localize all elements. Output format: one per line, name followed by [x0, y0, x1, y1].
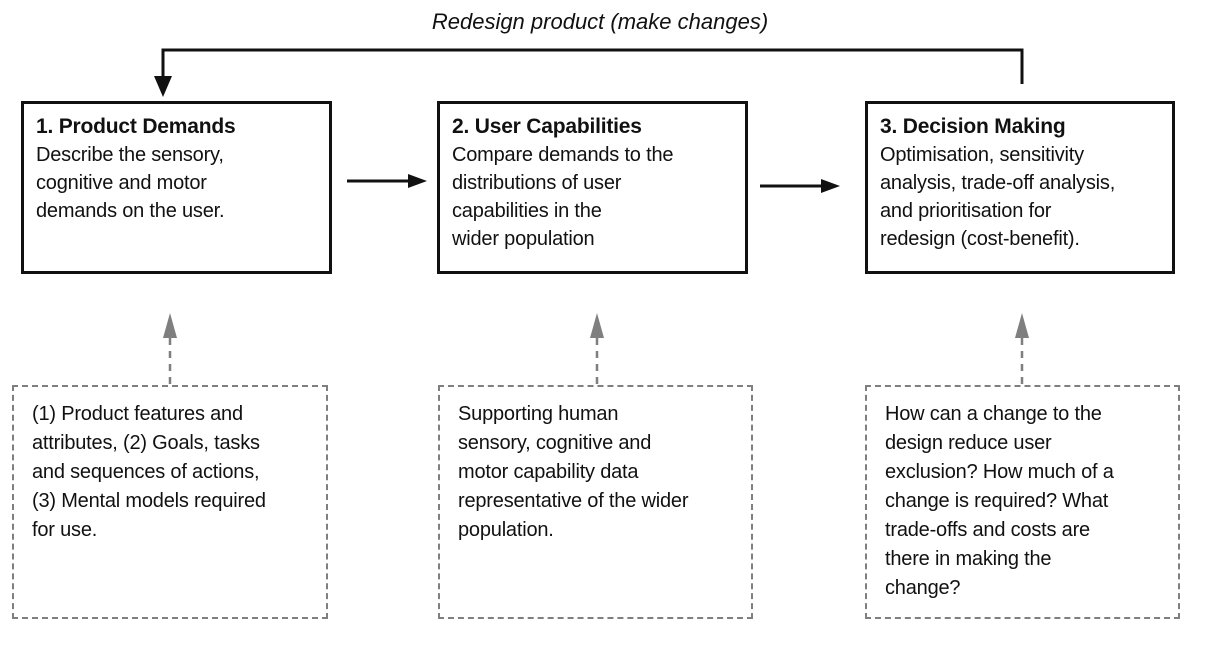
stage-box-user-capabilities: 2. User Capabilities Compare demands to … [437, 101, 748, 274]
stage-title-product-demands: 1. Product Demands [36, 115, 236, 138]
flow-arrow-1-2-head-icon [408, 174, 427, 188]
note-box-decision-questions: How can a change to the design reduce us… [865, 385, 1180, 619]
stage-title-user-capabilities: 2. User Capabilities [452, 115, 642, 138]
feedback-arrowhead-icon [154, 76, 172, 97]
feedback-loop-label: Redesign product (make changes) [431, 9, 769, 34]
stage-title-decision-making: 3. Decision Making [880, 115, 1066, 138]
note-text-product-inputs: (1) Product features and attributes, (2)… [32, 403, 266, 541]
stage-box-decision-making: 3. Decision Making Optimisation, sensiti… [865, 101, 1175, 274]
flow-arrow-2-3-head-icon [821, 179, 840, 193]
stage-box-product-demands: 1. Product Demands Describe the sensory,… [21, 101, 332, 274]
input-arrow-3-head-icon [1015, 313, 1029, 338]
note-text-decision-questions: How can a change to the design reduce us… [885, 403, 1114, 599]
stage-description-user-capabilities: Compare demands to the distributions of … [452, 144, 674, 250]
input-arrow-1-head-icon [163, 313, 177, 338]
note-box-product-inputs: (1) Product features and attributes, (2)… [12, 385, 328, 619]
stage-description-decision-making: Optimisation, sensitivity analysis, trad… [880, 144, 1116, 250]
input-arrow-2-head-icon [590, 313, 604, 338]
stage-description-product-demands: Describe the sensory, cognitive and moto… [36, 144, 225, 222]
note-box-capability-data: Supporting human sensory, cognitive and … [438, 385, 753, 619]
feedback-loop-line [161, 48, 1024, 84]
note-text-capability-data: Supporting human sensory, cognitive and … [458, 403, 689, 541]
